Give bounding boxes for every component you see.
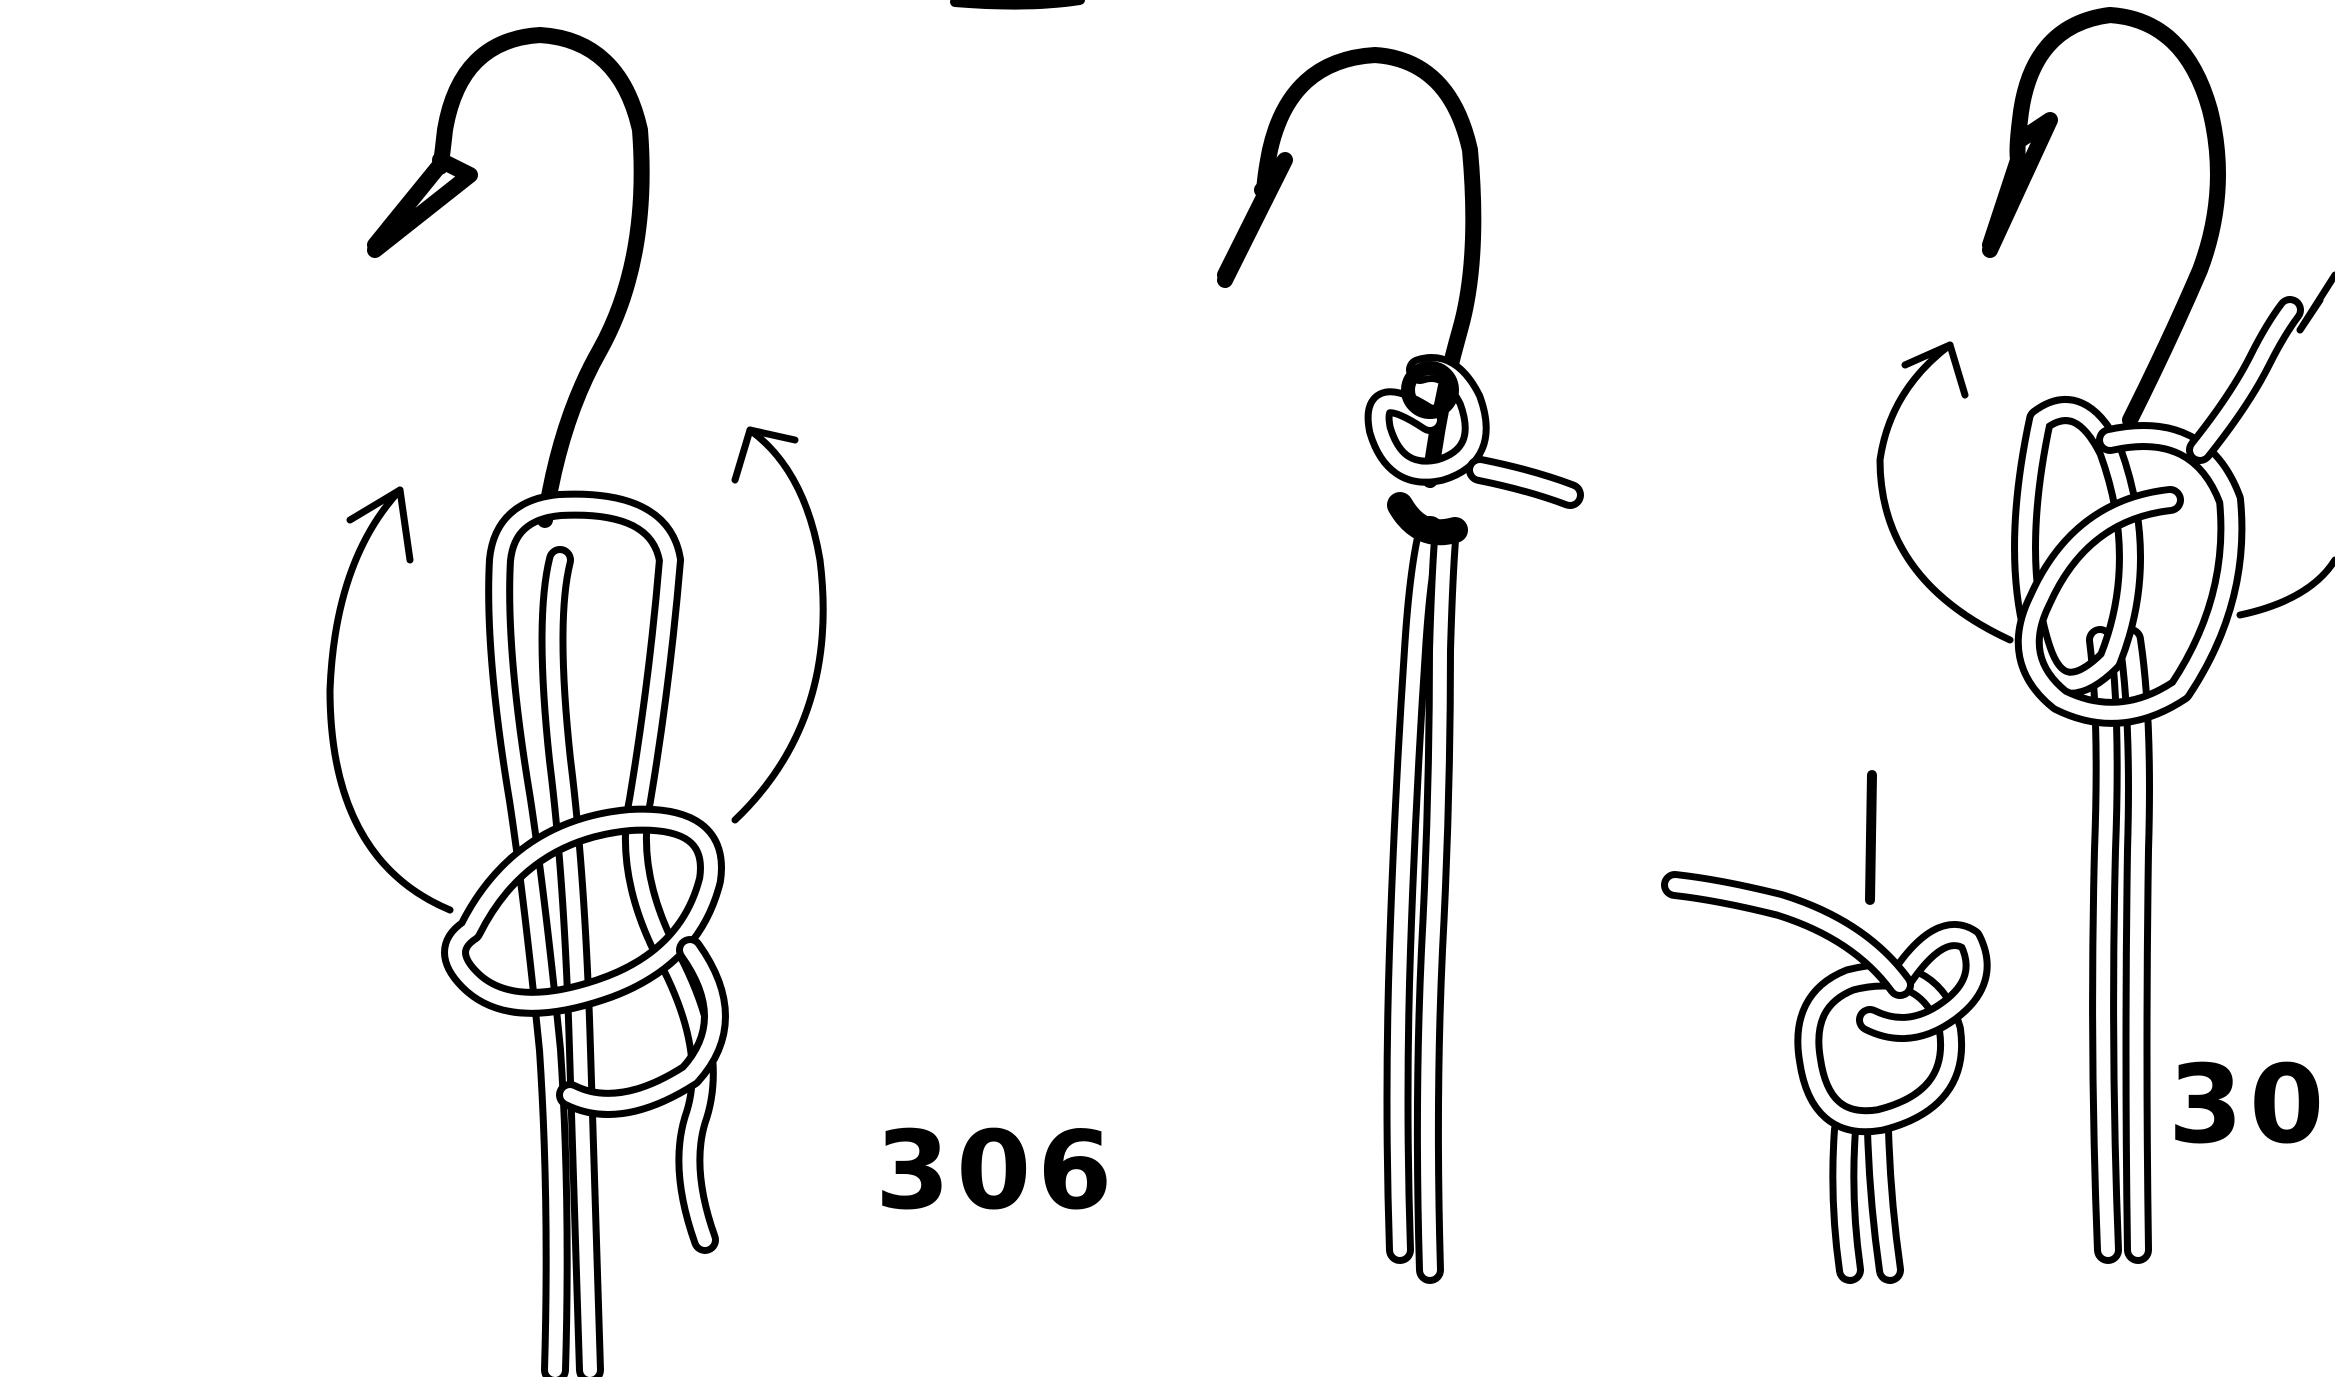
top-fragment	[955, 0, 1080, 5]
knot-icon	[1379, 368, 1570, 1270]
knot-icon	[1675, 775, 1977, 1270]
fish-hook-icon	[1990, 15, 2218, 420]
knot-icon	[455, 505, 715, 1370]
fish-hook-icon	[375, 35, 642, 520]
figure-label-307: 307	[2168, 1052, 2335, 1160]
figure-middle	[1225, 55, 1570, 1270]
detail-knot	[1675, 775, 1977, 1270]
figure-label-306: 306	[875, 1118, 1118, 1226]
figure-306	[330, 35, 823, 1370]
